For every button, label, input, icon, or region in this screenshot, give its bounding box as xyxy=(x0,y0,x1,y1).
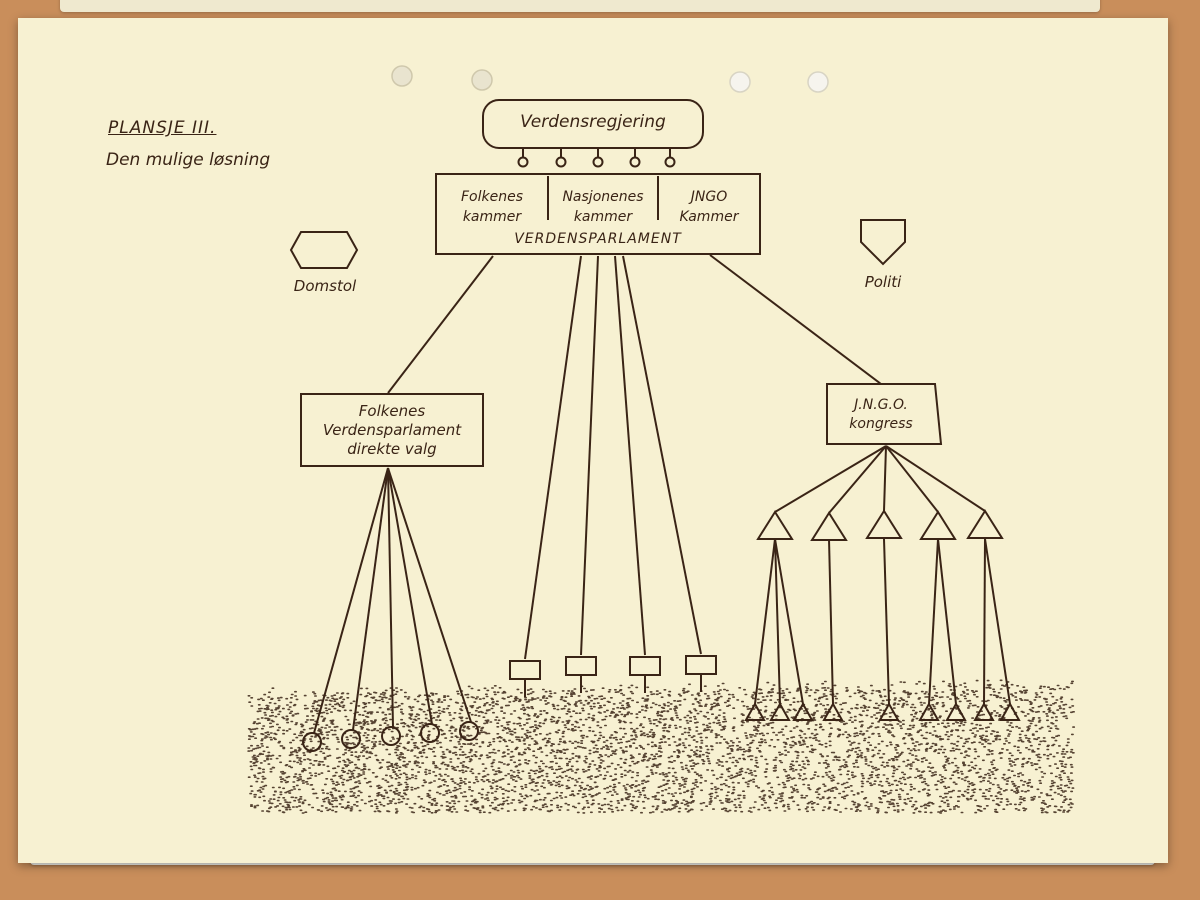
peoples-parliament-label1: Folkenes xyxy=(358,402,426,420)
connector-node xyxy=(517,156,529,168)
member-triangle xyxy=(769,701,791,721)
ingo-triangle xyxy=(810,511,848,541)
nations-lines xyxy=(509,255,717,697)
voter-circle xyxy=(341,729,361,749)
voter-circle xyxy=(420,723,440,743)
punch-hole xyxy=(471,69,493,91)
vote-line xyxy=(387,467,394,728)
member-triangle xyxy=(744,701,766,721)
vote-line xyxy=(387,467,433,725)
ingo-triangle xyxy=(919,510,957,540)
connector-node xyxy=(629,156,641,168)
ingo-triangle xyxy=(865,509,903,539)
paper-stack-back xyxy=(60,0,1100,12)
peoples-parliament-label2: Verdensparlament xyxy=(322,421,462,439)
plate-subtitle: Den mulige løsning xyxy=(106,150,271,170)
member-line xyxy=(774,538,804,705)
direct-vote-fan xyxy=(302,467,479,752)
org-diagram xyxy=(247,65,1076,814)
punch-hole xyxy=(807,71,829,93)
police-label: Politi xyxy=(864,273,902,291)
nation-line xyxy=(614,255,646,656)
member-line xyxy=(828,538,834,705)
plate-title: PLANSJE III. xyxy=(108,118,217,138)
member-line xyxy=(754,538,776,705)
nation-box xyxy=(565,656,597,676)
nation-box xyxy=(685,655,717,675)
chamber-ingo-label1: JNGO xyxy=(690,189,728,205)
vote-line xyxy=(313,467,389,734)
connector-node xyxy=(555,156,567,168)
ingo-line xyxy=(883,445,887,512)
member-line xyxy=(883,538,890,705)
member-triangle xyxy=(792,701,814,721)
member-triangle xyxy=(999,701,1021,721)
ingo-line xyxy=(885,445,986,512)
member-line xyxy=(774,538,781,705)
ingo-congress-label2: kongress xyxy=(849,416,913,432)
peoples-parliament-box xyxy=(300,393,484,467)
member-triangle xyxy=(973,701,995,721)
ingo-line xyxy=(828,445,887,514)
member-triangle xyxy=(945,701,967,721)
chamber-peoples-label2: kammer xyxy=(462,209,522,225)
punch-hole xyxy=(729,71,751,93)
parliament-box xyxy=(435,173,761,255)
member-line xyxy=(937,538,957,705)
connector-node xyxy=(592,156,604,168)
ingo-line xyxy=(885,445,939,513)
voter-circle xyxy=(459,721,479,741)
member-line xyxy=(983,538,986,705)
police-badge xyxy=(860,219,906,266)
chamber-ingo-label2: Kammer xyxy=(679,209,739,225)
ingo-tree xyxy=(744,445,1021,721)
chamber-peoples-label1: Folkenes xyxy=(460,189,523,205)
nation-line xyxy=(622,255,702,655)
diagram-sheet: PLANSJE III. Den mulige løsning xyxy=(18,18,1168,863)
member-line xyxy=(928,538,939,705)
vote-line xyxy=(352,467,389,731)
ingo-line xyxy=(774,445,887,513)
voter-circle xyxy=(381,726,401,746)
member-line xyxy=(984,538,1011,705)
stippled-ground xyxy=(247,679,1076,814)
chamber-nations-label2: kammer xyxy=(573,209,633,225)
nation-line xyxy=(580,255,599,656)
parliament-name-label: VERDENSPARLAMENT xyxy=(514,231,682,247)
member-triangle xyxy=(918,701,940,721)
nation-box xyxy=(509,660,541,680)
ingo-triangle xyxy=(966,509,1004,539)
nation-box xyxy=(629,656,661,676)
punch-hole xyxy=(391,65,413,87)
chamber-nations-label1: Nasjonenes xyxy=(562,189,644,205)
ingo-triangle xyxy=(756,510,794,540)
ingo-congress-trapezoid xyxy=(826,383,943,445)
ingo-congress-label1: J.N.G.O. xyxy=(854,397,908,413)
branch-line xyxy=(709,254,882,385)
world-government-label: Verdensregjering xyxy=(520,112,666,132)
voter-circle xyxy=(302,732,322,752)
connector-node xyxy=(664,156,676,168)
peoples-parliament-label3: direkte valg xyxy=(347,440,437,458)
court-hexagon xyxy=(289,231,359,269)
world-government-box xyxy=(482,99,704,149)
court-label: Domstol xyxy=(293,277,357,295)
member-triangle xyxy=(878,701,900,721)
stipple-dots xyxy=(247,679,1076,814)
branch-line xyxy=(387,255,494,394)
vote-line xyxy=(387,467,472,723)
member-triangle xyxy=(822,701,844,721)
nation-line xyxy=(524,255,582,660)
